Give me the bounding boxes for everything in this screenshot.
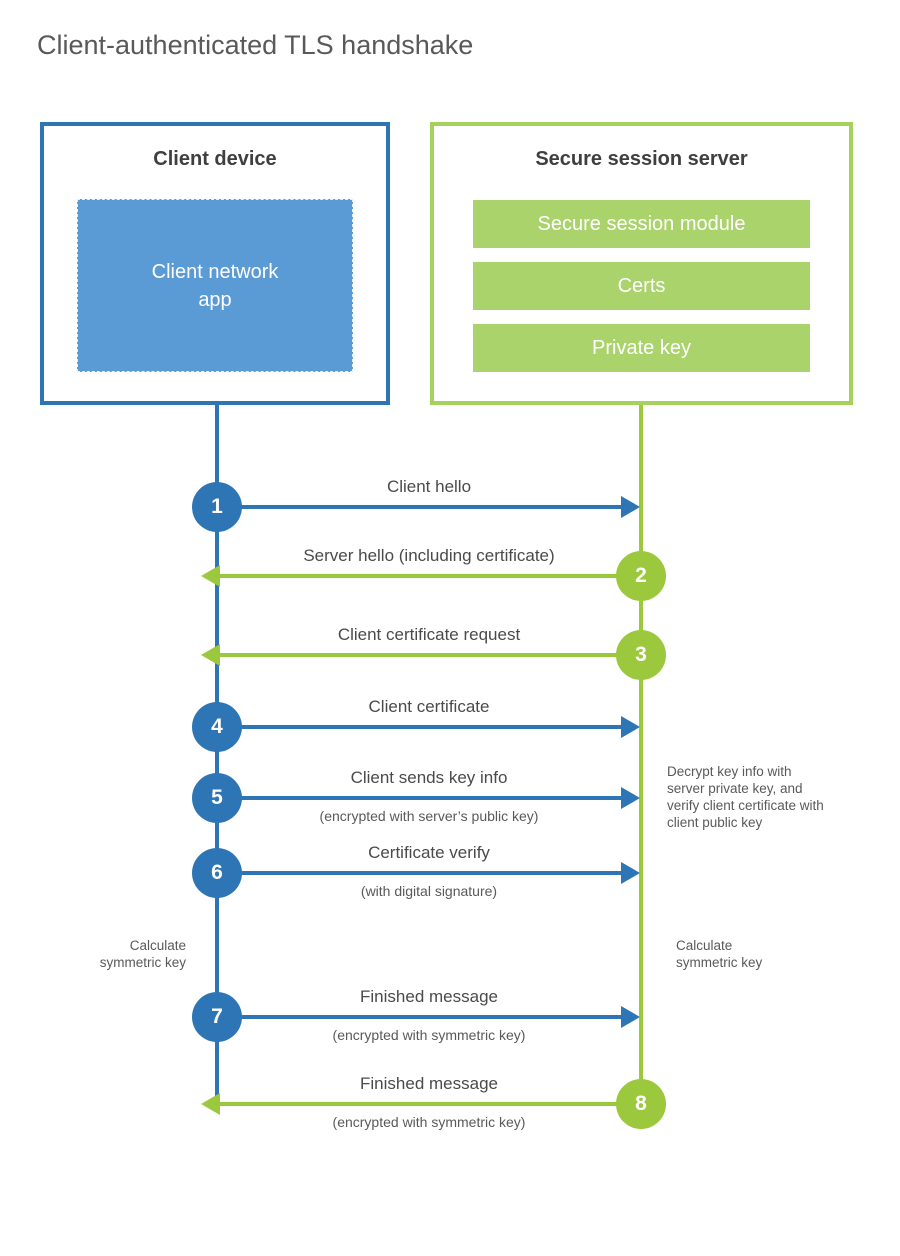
bar-private-key: Private key	[473, 324, 810, 372]
step-number-badge: 7	[192, 992, 242, 1042]
step-number-badge: 2	[616, 551, 666, 601]
client-lifeline	[215, 405, 219, 1106]
message-label: Client certificate	[368, 697, 490, 716]
secure-session-server-box: Secure session server Secure session mod…	[430, 122, 853, 405]
message-label: Finished message	[360, 1074, 498, 1093]
message-sublabel: (with digital signature)	[360, 883, 498, 899]
client-device-title: Client device	[153, 148, 277, 170]
message-label: Server hello (including certificate)	[303, 546, 555, 565]
message-sublabel: (encrypted with server’s public key)	[319, 808, 539, 824]
step-number-badge: 3	[616, 630, 666, 680]
message-label: Client certificate request	[337, 625, 521, 644]
bar-secure-session-module: Secure session module	[473, 200, 810, 248]
message-label: Client hello	[386, 477, 472, 496]
client-network-app-label: Client network app	[151, 260, 279, 311]
step-number-badge: 8	[616, 1079, 666, 1129]
message-sublabel: (encrypted with symmetric key)	[332, 1114, 526, 1130]
message-label: Finished message	[360, 987, 498, 1006]
note-calculate-symmetric-key-client: Calculate symmetric key	[99, 938, 186, 970]
server-lifeline	[639, 405, 643, 1129]
page-title: Client-authenticated TLS handshake	[37, 30, 474, 60]
message-sublabel: (encrypted with symmetric key)	[332, 1027, 526, 1043]
secure-session-server-title: Secure session server	[535, 148, 748, 170]
bar-certs: Certs	[473, 262, 810, 310]
step-number-badge: 1	[192, 482, 242, 532]
note-calculate-symmetric-key-server: Calculate symmetric key	[676, 938, 763, 970]
client-device-box: Client device Client network app	[40, 122, 390, 405]
message-label: Certificate verify	[368, 843, 490, 862]
step-number-badge: 5	[192, 773, 242, 823]
client-network-app-box: Client network app	[77, 199, 353, 372]
message-label: Client sends key info	[350, 768, 508, 787]
step-number-badge: 4	[192, 702, 242, 752]
step-number-badge: 6	[192, 848, 242, 898]
note-decrypt-key-info: Decrypt key info with server private key…	[667, 764, 824, 830]
